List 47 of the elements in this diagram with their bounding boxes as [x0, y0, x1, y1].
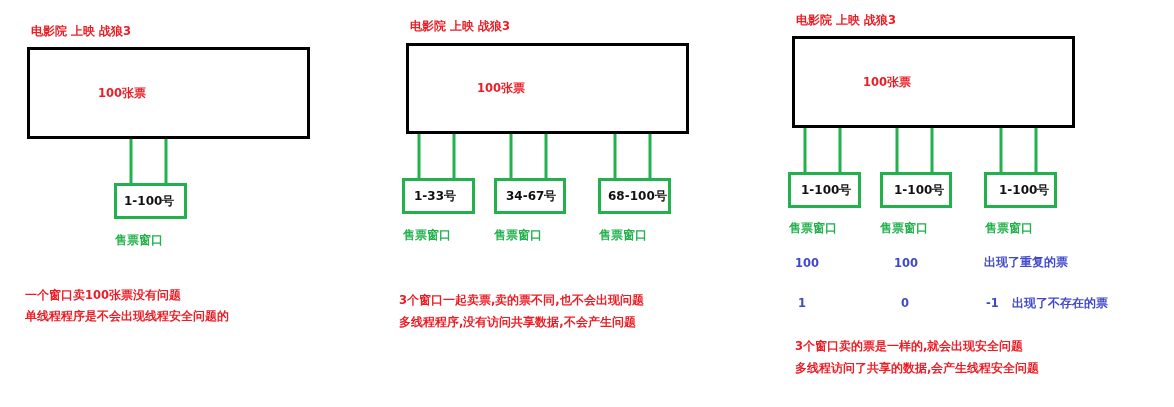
window-box: 34-67号: [494, 178, 566, 214]
remark-text: 出现了不存在的票: [1012, 296, 1108, 310]
ticket-box: 100张票: [27, 47, 310, 139]
connector-line: [129, 139, 133, 183]
connector-line: [417, 134, 421, 178]
connector-line: [895, 128, 899, 172]
note-text: 3个窗口卖的票是一样的,就会出现安全问题: [795, 339, 1024, 353]
connector-line: [1034, 128, 1038, 172]
connector-line: [999, 128, 1003, 172]
connector-line: [164, 139, 168, 183]
ticket-number: -1: [986, 296, 999, 310]
ticket-number: 100: [795, 256, 819, 270]
window-caption: 售票窗口: [789, 221, 837, 235]
window-caption: 售票窗口: [985, 221, 1033, 235]
connector-line: [544, 134, 548, 178]
window-box: 1-100号: [984, 172, 1057, 208]
connector-line: [452, 134, 456, 178]
heading-text: 电影院 上映 战狼3: [796, 13, 896, 27]
connector-line: [838, 128, 842, 172]
window-caption: 售票窗口: [599, 228, 647, 242]
window-box: 1-100号: [788, 172, 861, 208]
heading-text: 电影院 上映 战狼3: [31, 24, 131, 38]
heading-text: 电影院 上映 战狼3: [410, 19, 510, 33]
ticket-box: 100张票: [406, 43, 689, 134]
note-text: 单线程程序是不会出现线程安全问题的: [25, 309, 229, 323]
window-caption: 售票窗口: [403, 228, 451, 242]
connector-line: [930, 128, 934, 172]
note-text: 多线程程序,没有访问共享数据,不会产生问题: [399, 315, 636, 329]
note-text: 一个窗口卖100张票没有问题: [25, 288, 181, 302]
connector-line: [803, 128, 807, 172]
ticket-number: 0: [901, 296, 909, 310]
window-box: 68-100号: [598, 178, 671, 214]
ticket-box: 100张票: [792, 36, 1075, 128]
note-text: 多线程访问了共享的数据,会产生线程安全问题: [795, 361, 1040, 375]
connector-line: [509, 134, 513, 178]
connector-line: [648, 134, 652, 178]
window-box: 1-100号: [114, 183, 187, 219]
remark-text: 出现了重复的票: [984, 255, 1068, 269]
ticket-number: 100: [894, 256, 918, 270]
window-caption: 售票窗口: [115, 233, 163, 247]
window-caption: 售票窗口: [494, 228, 542, 242]
note-text: 3个窗口一起卖票,卖的票不同,也不会出现问题: [399, 293, 644, 307]
connector-line: [613, 134, 617, 178]
ticket-number: 1: [798, 296, 806, 310]
window-caption: 售票窗口: [880, 221, 928, 235]
window-box: 1-100号: [880, 172, 952, 208]
window-box: 1-33号: [402, 178, 475, 214]
